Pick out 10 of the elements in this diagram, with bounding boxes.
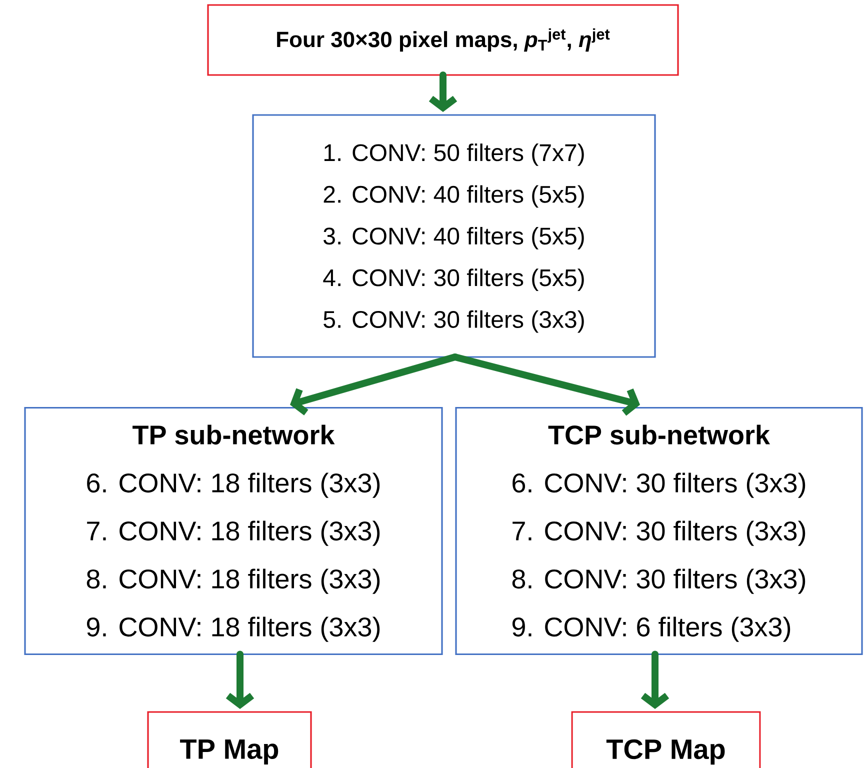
- arrow: [640, 650, 670, 709]
- arrow: [452, 354, 640, 416]
- arrow: [428, 72, 458, 112]
- output-box: TCP Map: [571, 711, 761, 768]
- arrow: [226, 650, 254, 709]
- subnetwork-box: TP sub-network 6. CONV: 18 filters (3x3) 7. CONV: 18 filters (3x3) 8. CONV: 18 filters (3x3) 9. CONV: 18 filters (3x3): [24, 406, 443, 656]
- subnetwork-box: TCP sub-network 6. CONV: 30 filters (3x3) 7. CONV: 30 filters (3x3) 8. CONV: 30 filters (3x3) 9. CONV: 6 filters (3x3): [455, 406, 863, 656]
- layer-box: 1. CONV: 50 filters (7x7) 2. CONV: 40 filters (5x5) 3. CONV: 40 filters (5x5) 4. CONV: 30 filters (5x5) 5. CONV: 30 filters (3x3): [252, 114, 656, 358]
- input-box: Four 30×30 pixel maps, p$_{T}$$^{jet}$, η$^{jet}$: [207, 4, 679, 76]
- output-box: TP Map: [147, 711, 312, 768]
